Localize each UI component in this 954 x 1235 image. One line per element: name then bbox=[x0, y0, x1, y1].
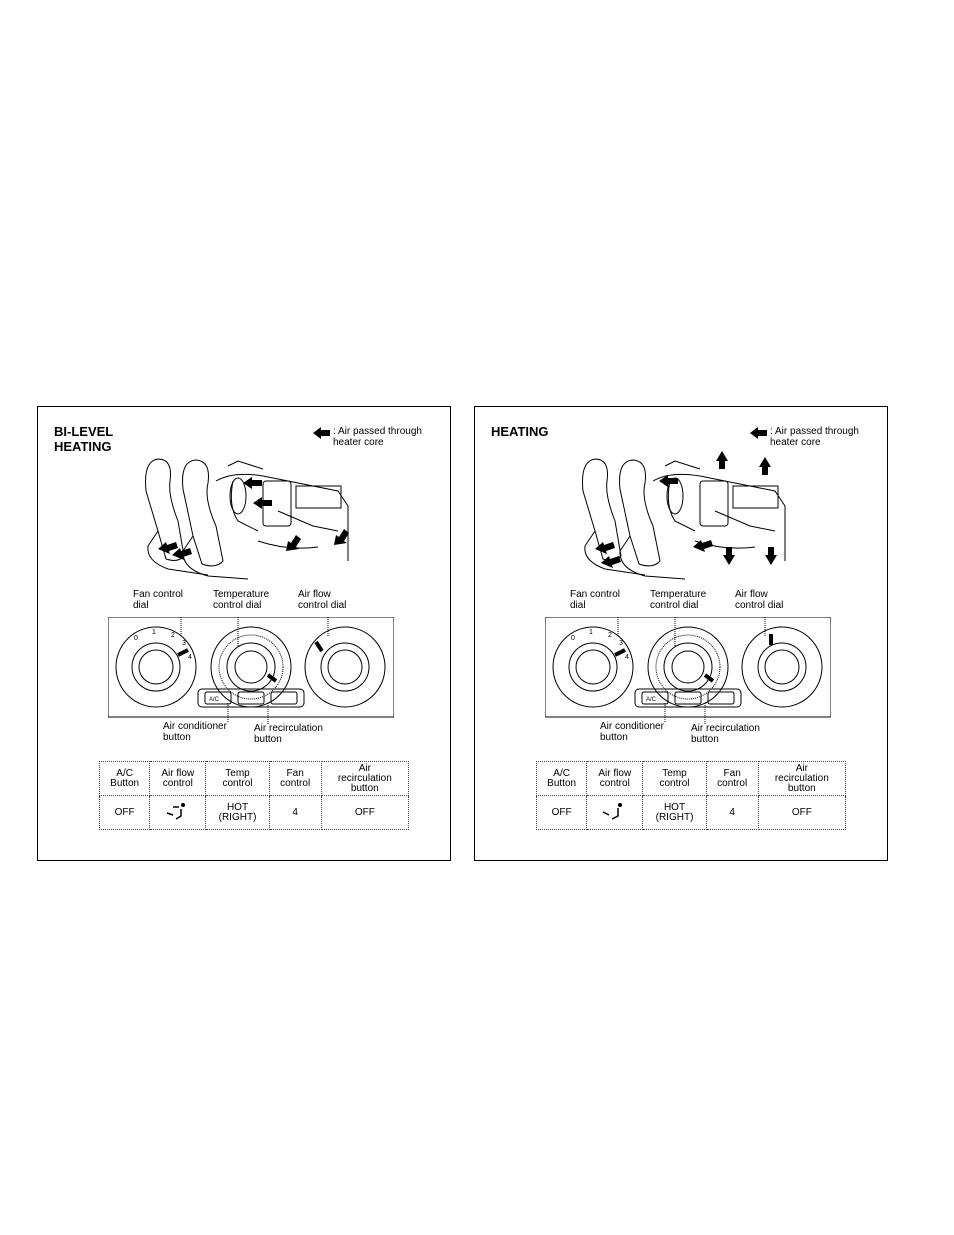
temp-value: HOT(RIGHT) bbox=[205, 795, 270, 830]
fan-control-dial-callout: Fan control dial bbox=[570, 589, 621, 611]
fan-speed-4: 4 bbox=[188, 654, 192, 661]
fan-speed-0: 0 bbox=[571, 635, 575, 642]
air-recirculation-button-callout: Air recirculation button bbox=[254, 723, 323, 745]
foot-vent-icon bbox=[602, 803, 622, 820]
ac-button-label: A/C bbox=[209, 697, 220, 703]
fan-speed-4: 4 bbox=[625, 654, 629, 661]
ac-button-label: A/C bbox=[646, 697, 657, 703]
panel-title: HEATING bbox=[491, 424, 549, 439]
legend: : Air passed through heater core bbox=[313, 426, 453, 448]
ac-value: OFF bbox=[98, 795, 151, 830]
heater-core-arrow-icon bbox=[750, 427, 767, 439]
airflow-control-dial-callout: Air flow control dial bbox=[298, 589, 347, 611]
fan-speed-2: 2 bbox=[608, 632, 612, 639]
air-conditioner-button-callout: Air conditioner button bbox=[163, 721, 227, 743]
car-interior-illustration bbox=[582, 451, 786, 580]
temperature-control-dial-callout: Temperature control dial bbox=[650, 589, 707, 611]
recirc-value: OFF bbox=[320, 795, 410, 830]
temperature-control-dial-callout: Temperature control dial bbox=[213, 589, 270, 611]
fan-speed-3: 3 bbox=[619, 640, 623, 647]
fan-speed-0: 0 bbox=[134, 635, 138, 642]
airflow-control-dial-callout: Air flow control dial bbox=[735, 589, 784, 611]
fan-speed-2: 2 bbox=[171, 632, 175, 639]
fan-speed-3: 3 bbox=[182, 640, 186, 647]
table-row: OFF HOT(RIGHT) 4 OFF bbox=[98, 795, 410, 830]
fan-control-dial-callout: Fan control dial bbox=[133, 589, 184, 611]
heating-panel: HEATING : Air passed through heater core bbox=[474, 406, 888, 861]
airflow-value bbox=[586, 795, 644, 830]
fan-speed-1: 1 bbox=[589, 629, 593, 636]
car-interior-illustration bbox=[145, 458, 349, 580]
bi-level-vent-icon bbox=[166, 803, 185, 820]
table-row: OFF HOT(RIGHT) 4 OFF bbox=[535, 795, 847, 830]
bi-level-heating-panel: BI-LEVEL HEATING : Air passed through he… bbox=[37, 406, 451, 861]
climate-control-console: 0 1 2 3 4 A/C bbox=[545, 617, 831, 725]
fan-speed-1: 1 bbox=[152, 629, 156, 636]
fan-value: 4 bbox=[268, 795, 322, 830]
fan-value: 4 bbox=[705, 795, 759, 830]
panel-title: BI-LEVEL HEATING bbox=[54, 424, 114, 454]
air-recirculation-button-callout: Air recirculation button bbox=[691, 723, 760, 745]
legend: : Air passed through heater core bbox=[750, 426, 890, 448]
heater-core-arrow-icon bbox=[313, 427, 330, 439]
temp-value: HOT(RIGHT) bbox=[642, 795, 707, 830]
recirc-value: OFF bbox=[757, 795, 847, 830]
air-conditioner-button-callout: Air conditioner button bbox=[600, 721, 664, 743]
climate-control-console: 0 1 2 3 4 A/C bbox=[108, 617, 394, 725]
ac-value: OFF bbox=[535, 795, 588, 830]
airflow-value bbox=[149, 795, 207, 830]
